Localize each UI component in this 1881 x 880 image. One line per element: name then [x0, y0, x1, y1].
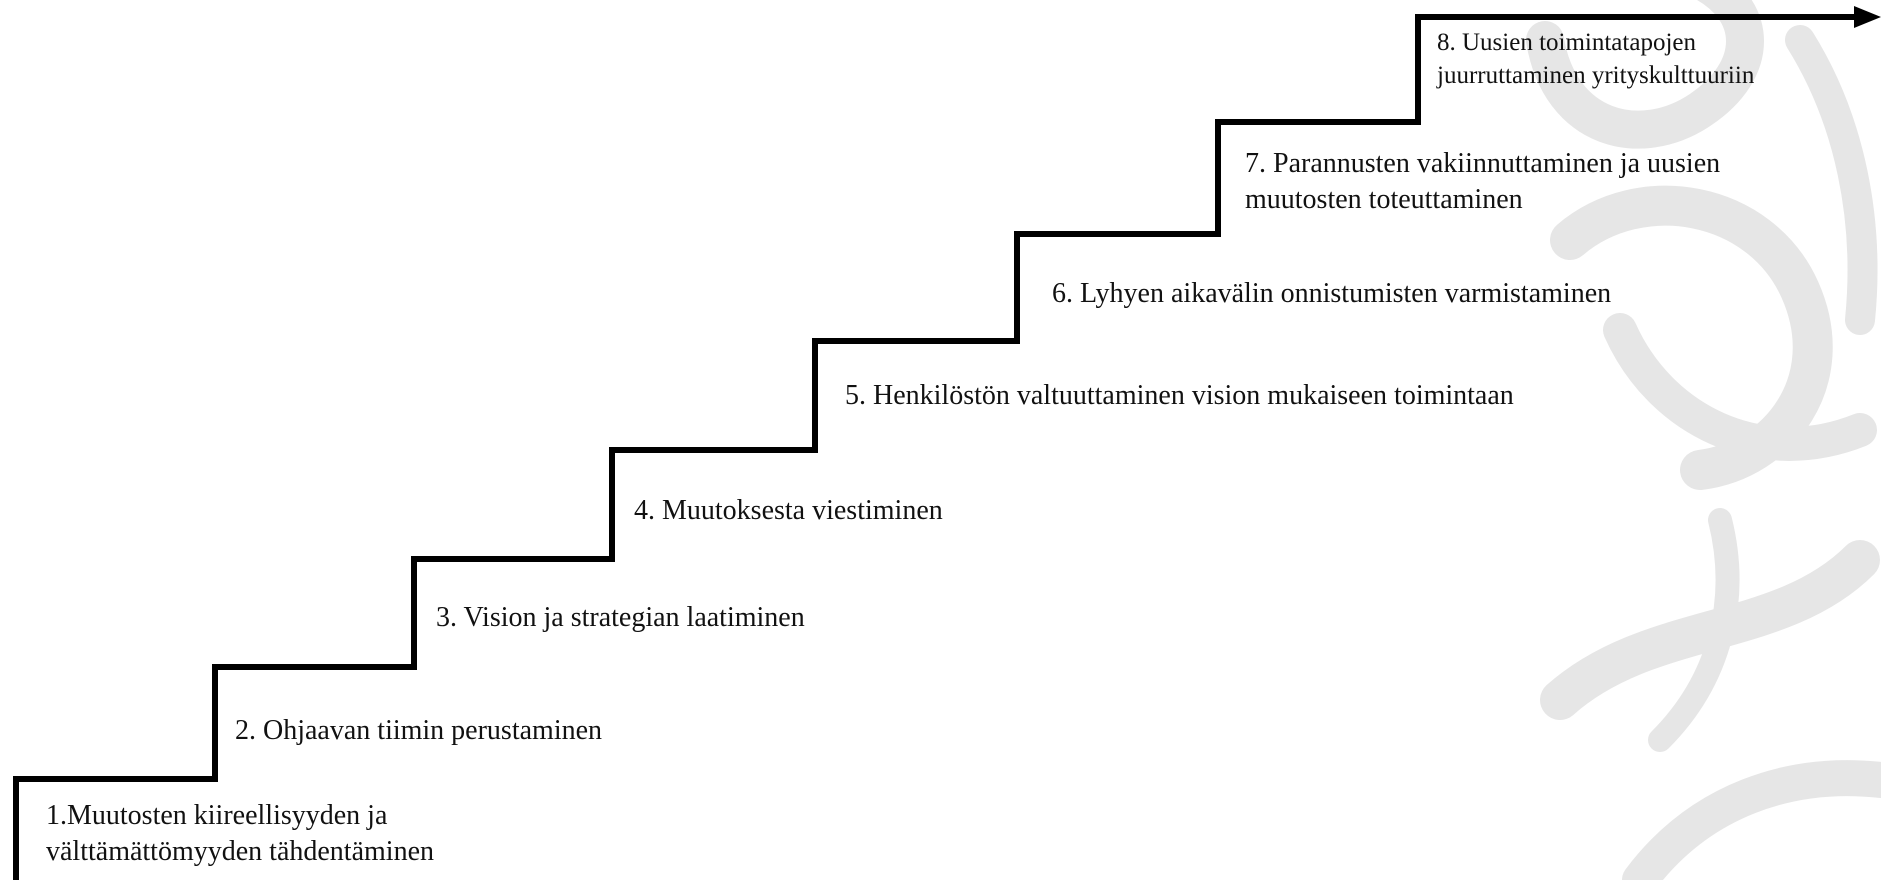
step-1-line-1: 1.Muutosten kiireellisyyden ja: [46, 800, 388, 831]
step-8-line-2: juurruttaminen yrityskulttuuriin: [1437, 61, 1755, 89]
step-6-label: 6. Lyhyen aikavälin onnistumisten varmis…: [1052, 276, 1611, 312]
arrow-right-icon: [1854, 6, 1881, 28]
step-8-label: 8. Uusien toimintatapojen juurruttaminen…: [1437, 27, 1754, 92]
step-4-line-1: 4. Muutoksesta viestiminen: [634, 495, 943, 526]
step-1-line-2: välttämättömyyden tähdentäminen: [46, 835, 434, 867]
step-3-line-1: 3. Vision ja strategian laatiminen: [436, 602, 805, 633]
step-2-label: 2. Ohjaavan tiimin perustaminen: [235, 713, 602, 749]
step-7-line-1: 7. Parannusten vakiinnuttaminen ja uusie…: [1245, 148, 1721, 179]
step-2-line-1: 2. Ohjaavan tiimin perustaminen: [235, 715, 603, 746]
step-3-label: 3. Vision ja strategian laatiminen: [436, 600, 805, 636]
step-5-label: 5. Henkilöstön valtuuttaminen vision muk…: [845, 378, 1514, 414]
step-4-label: 4. Muutoksesta viestiminen: [634, 493, 943, 529]
step-1-label: 1.Muutosten kiireellisyyden ja välttämät…: [46, 798, 434, 870]
step-5-line-1: 5. Henkilöstön valtuuttaminen vision muk…: [845, 380, 1514, 411]
step-8-line-1: 8. Uusien toimintatapojen: [1437, 29, 1696, 56]
staircase-line: [13, 14, 1860, 880]
step-6-line-1: 6. Lyhyen aikavälin onnistumisten varmis…: [1052, 278, 1612, 309]
step-7-label: 7. Parannusten vakiinnuttaminen ja uusie…: [1245, 146, 1720, 218]
watermark-logo: [1526, 0, 1881, 880]
step-7-line-2: muutosten toteuttaminen: [1245, 183, 1523, 215]
